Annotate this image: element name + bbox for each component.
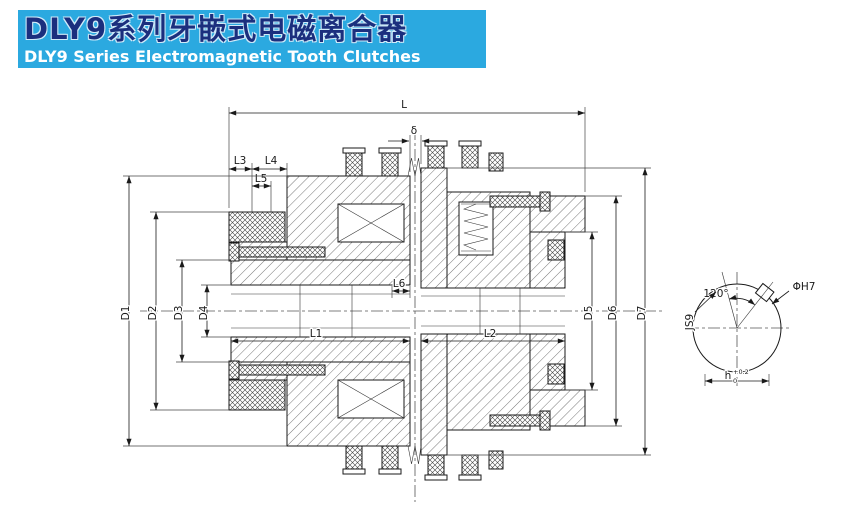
dim-label-L6: L6 [393, 278, 406, 290]
page-title-chinese: DLY9系列牙嵌式电磁离合器 [24, 12, 408, 46]
dim-label-key-depth: h [725, 370, 732, 382]
dim-label-L1: L1 [310, 328, 323, 340]
coil-bottom [337, 379, 405, 419]
release-spring [458, 201, 494, 256]
dim-label-angle: 120° [703, 288, 728, 300]
shaft-bore-circle [692, 283, 782, 373]
right-assembly [420, 167, 586, 456]
terminal-stud-bottom [228, 360, 326, 380]
side-stud-bottom [489, 410, 551, 431]
dimensions: L δ L3 L4 L5 L6 L1 L2 [119, 98, 651, 456]
flange-nut-bottom [547, 363, 565, 385]
dim-label-D4: D4 [198, 305, 210, 320]
dim-label-D7: D7 [636, 306, 648, 321]
dim-label-D1: D1 [120, 306, 132, 321]
dim-label-bore: ΦH7 [793, 281, 816, 293]
dim-label-L5: L5 [255, 173, 268, 185]
dim-label-D2: D2 [147, 306, 159, 321]
slip-ring-block-top [228, 211, 286, 243]
dim-label-key-depth-tol-lower: 0 [733, 377, 737, 385]
dim-label-L4: L4 [265, 155, 278, 167]
dim-label-D6: D6 [607, 305, 619, 320]
terminal-stud-top [228, 242, 326, 262]
page-title-english: DLY9 Series Electromagnetic Tooth Clutch… [24, 47, 421, 66]
fasteners [342, 140, 504, 481]
dim-label-D3: D3 [173, 306, 185, 321]
side-stud-top [489, 191, 551, 212]
keyway-detail: 120° ΦH7 JS9 h +0.2 0 [683, 271, 817, 386]
dim-label-D5: D5 [583, 306, 595, 321]
dim-label-delta: δ [411, 125, 417, 137]
dim-label-L3: L3 [234, 155, 247, 167]
dim-label-L: L [401, 99, 407, 111]
coil-top [337, 203, 405, 243]
flange-nut-top [547, 239, 565, 261]
center-lines [140, 128, 665, 502]
dim-label-key-depth-tol-upper: +0.2 [733, 368, 749, 376]
left-assembly [228, 175, 411, 447]
dim-label-L2: L2 [484, 328, 497, 340]
slip-ring-block-bottom [228, 379, 286, 411]
dim-label-key-width: JS9 [684, 314, 696, 331]
page-header: DLY9系列牙嵌式电磁离合器 DLY9 Series Electromagnet… [18, 10, 486, 68]
